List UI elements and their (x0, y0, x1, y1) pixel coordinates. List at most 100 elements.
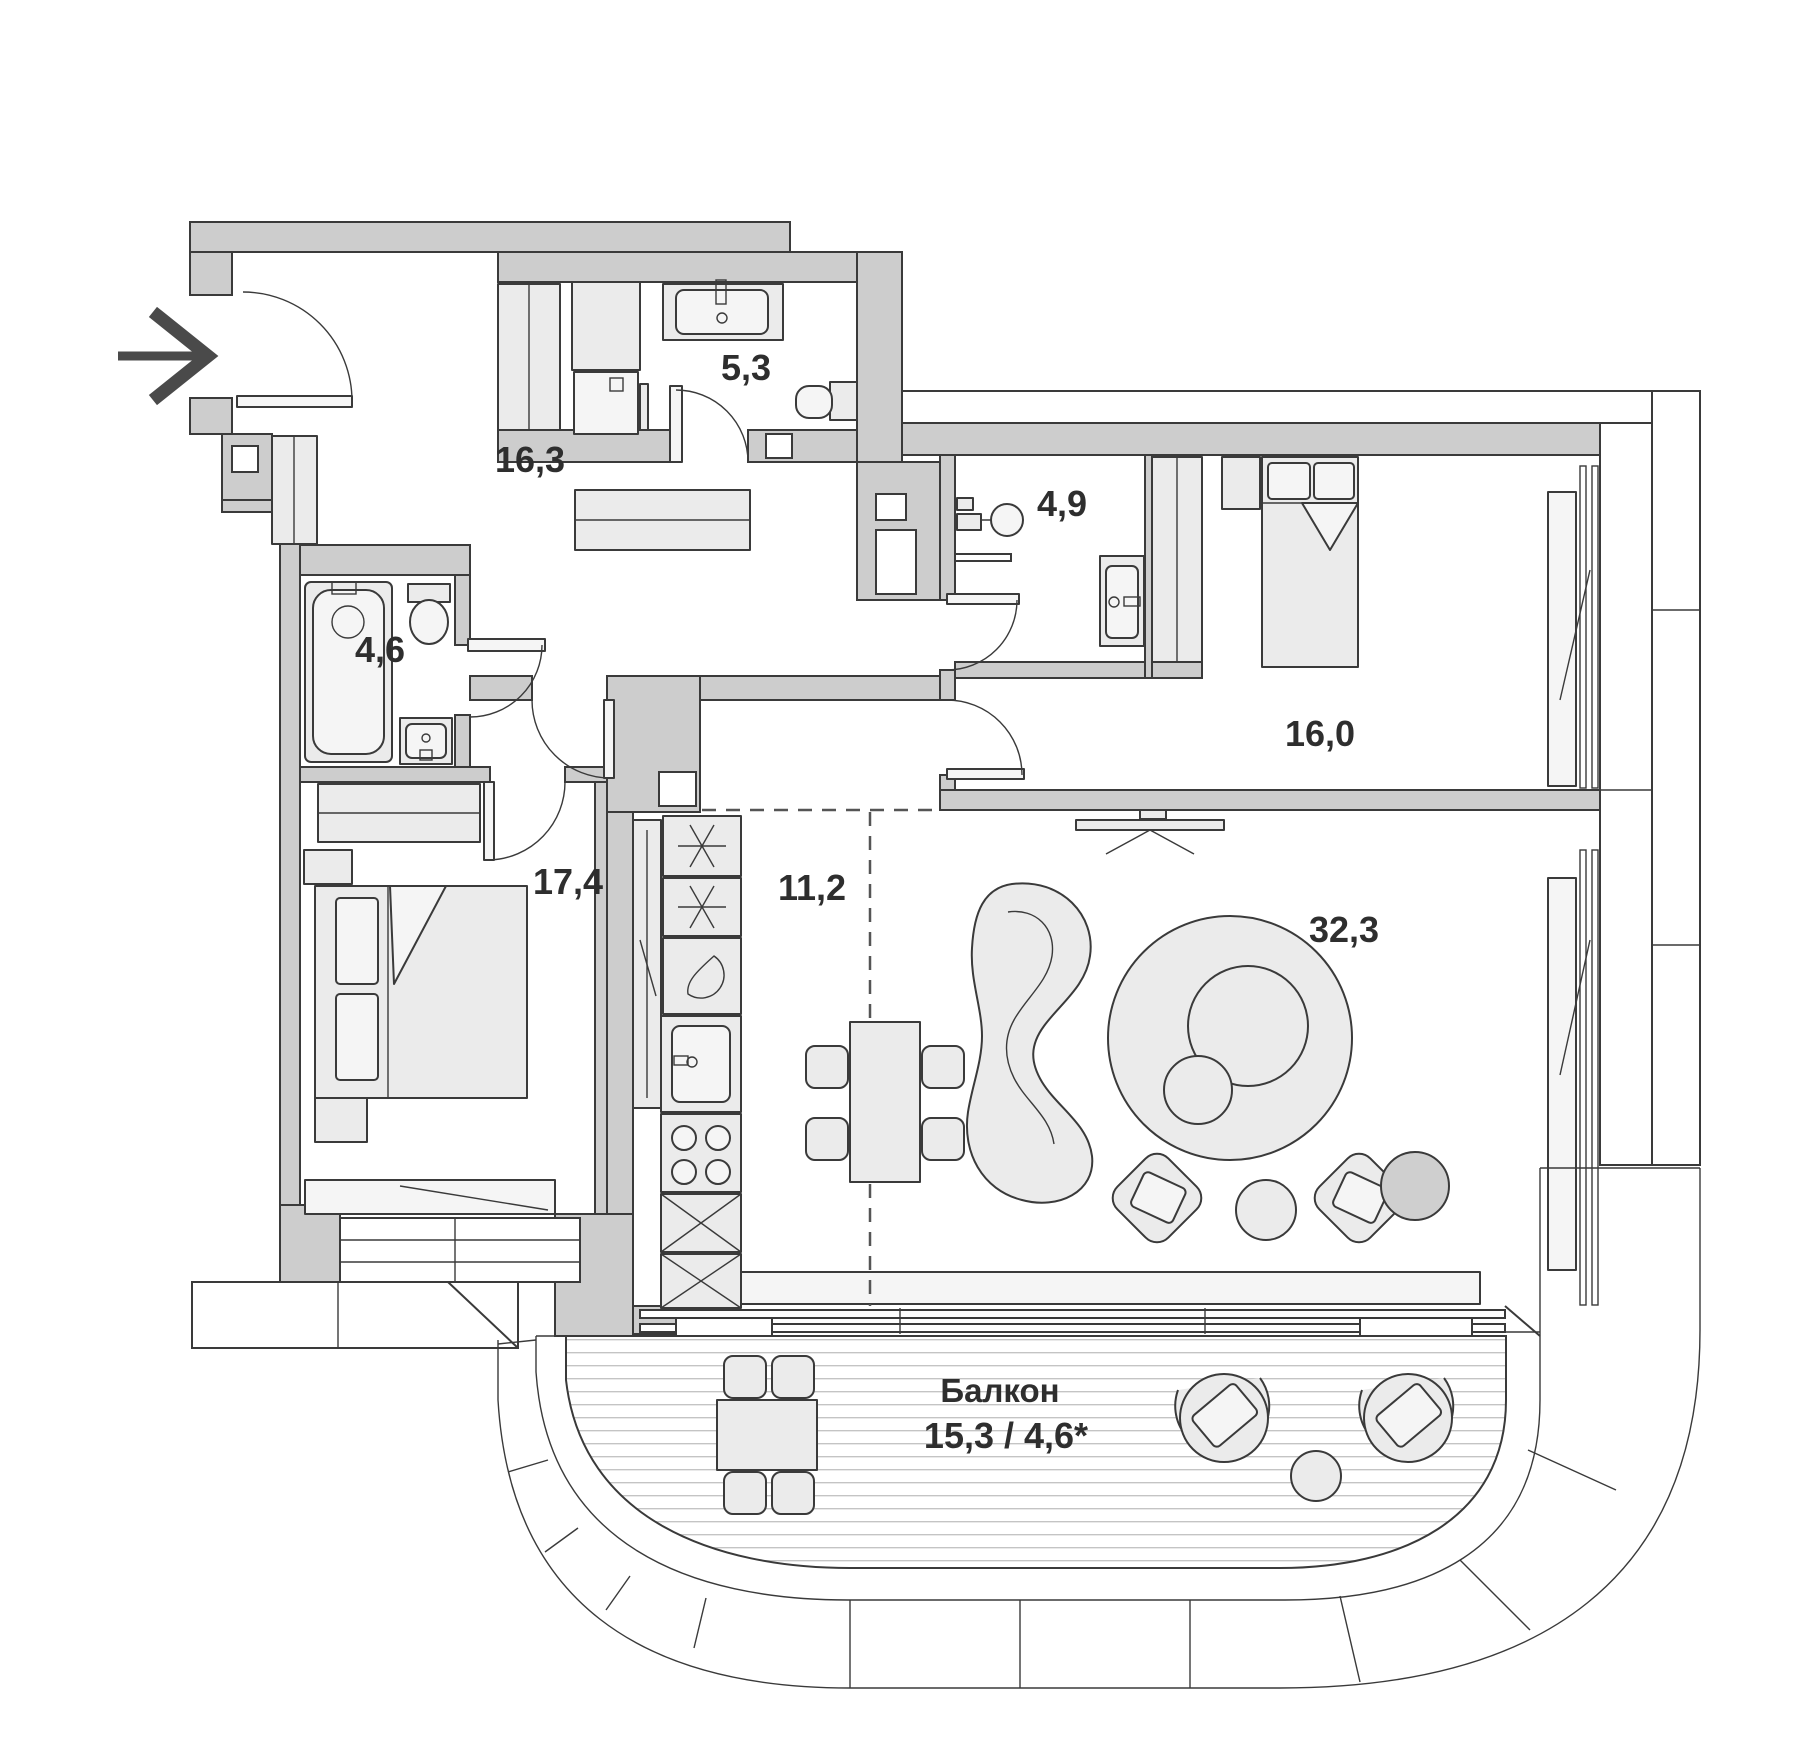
shower-room (954, 456, 1203, 663)
label-bedroom-right: 16,0 (1285, 713, 1355, 754)
sink-basin (405, 723, 447, 759)
balcony (497, 1167, 1701, 1689)
facade-band-right-inner (1599, 422, 1653, 1166)
wall-segment (299, 766, 491, 783)
shaft (765, 433, 793, 459)
burner (705, 1125, 731, 1151)
faucet-icon (1123, 596, 1141, 607)
wall-segment (189, 397, 233, 435)
entry-door-arc (242, 291, 353, 402)
door-arc (531, 699, 611, 779)
cabinet (571, 281, 641, 371)
shaft (658, 771, 697, 807)
entrance-arrow-icon (118, 306, 219, 406)
armchair (1111, 1152, 1203, 1244)
wall-segment (469, 675, 533, 701)
shaft (875, 493, 907, 521)
sofa (966, 882, 1094, 1204)
facade-band-top (901, 390, 1653, 424)
radiator (1547, 491, 1577, 787)
faucet-icon (331, 581, 357, 595)
radiator (304, 1179, 556, 1215)
parapet (535, 1168, 1541, 1601)
label-bedroom-left: 17,4 (533, 861, 603, 902)
burner (671, 1125, 697, 1151)
dining-table (849, 1021, 921, 1183)
facade-diagonal (447, 1281, 519, 1349)
door-stop (639, 383, 649, 431)
label-bathroom-small: 5,3 (721, 347, 771, 388)
toilet-bowl (795, 385, 833, 419)
side-table (1163, 1055, 1233, 1125)
shower-head-icon (990, 503, 1024, 537)
wall-segment (279, 1204, 341, 1286)
bathroom-main (304, 581, 453, 765)
coffee-table (1380, 1151, 1450, 1221)
washing-machine (573, 371, 639, 435)
door-arc (946, 699, 1023, 776)
drain-icon (421, 733, 431, 743)
tv (1075, 819, 1225, 831)
entry-door-leaf (236, 395, 353, 408)
wall-segment (454, 574, 471, 646)
wall-segment (1144, 454, 1153, 679)
tv-mount (1139, 809, 1167, 820)
wall-segment (939, 454, 956, 601)
window-frame (639, 1309, 1506, 1319)
wall-joint (1504, 1305, 1541, 1337)
windows-and-radiators (304, 465, 1599, 1337)
door-arc (489, 781, 566, 861)
side-table (1290, 1450, 1342, 1502)
drop-icon (687, 955, 725, 999)
washer-handle (609, 377, 624, 392)
wall-segment (189, 221, 791, 253)
lounge-chair (1358, 1373, 1455, 1463)
wall-segment (497, 251, 903, 283)
facade (191, 390, 1701, 1349)
pillow (1313, 462, 1355, 500)
blanket-fold (389, 885, 447, 985)
facade-band-right-outer (1651, 390, 1701, 1166)
balcony-door-leaf (675, 1317, 773, 1337)
nightstand (1221, 456, 1261, 510)
label-kitchen: 11,2 (778, 867, 846, 908)
window-sash (1559, 939, 1591, 1076)
room-labels: 5,3 16,3 4,9 16,0 4,6 17,4 11,2 32,3 Бал… (355, 347, 1379, 1456)
wall-segment (939, 669, 956, 701)
radiator (1547, 877, 1577, 1271)
walls (189, 221, 1601, 1337)
stove (660, 1113, 742, 1193)
bathtub-inner (312, 589, 385, 755)
bedroom-right-furniture (1221, 456, 1359, 668)
dining-furniture (805, 1021, 965, 1183)
window-frame (1591, 849, 1599, 1306)
lounge-chair (1174, 1373, 1271, 1463)
chair (723, 1471, 767, 1515)
window-band (339, 1217, 581, 1283)
wall-segment (497, 429, 673, 463)
window-sash (399, 1185, 549, 1211)
shower-bracket (956, 513, 982, 531)
wall-segment (299, 544, 471, 576)
shower-bracket (956, 497, 974, 511)
window-sash (1559, 569, 1591, 701)
door-leaf (603, 699, 615, 779)
chair (723, 1355, 767, 1399)
doors (236, 291, 1025, 861)
burner (671, 1159, 697, 1185)
door-leaf (483, 781, 495, 861)
chair (771, 1471, 815, 1515)
window-frame (639, 1323, 1506, 1333)
facade-band-bottom-left (191, 1281, 519, 1349)
hob-icon (678, 885, 726, 929)
label-living-room: 32,3 (1309, 909, 1379, 950)
door-leaf (946, 768, 1025, 780)
door-arc (469, 644, 543, 718)
window-frame (1579, 465, 1587, 789)
pillow (1267, 462, 1311, 500)
sink-basin (671, 1025, 731, 1103)
nightstand (314, 1097, 368, 1143)
shower-screen (954, 553, 1012, 562)
